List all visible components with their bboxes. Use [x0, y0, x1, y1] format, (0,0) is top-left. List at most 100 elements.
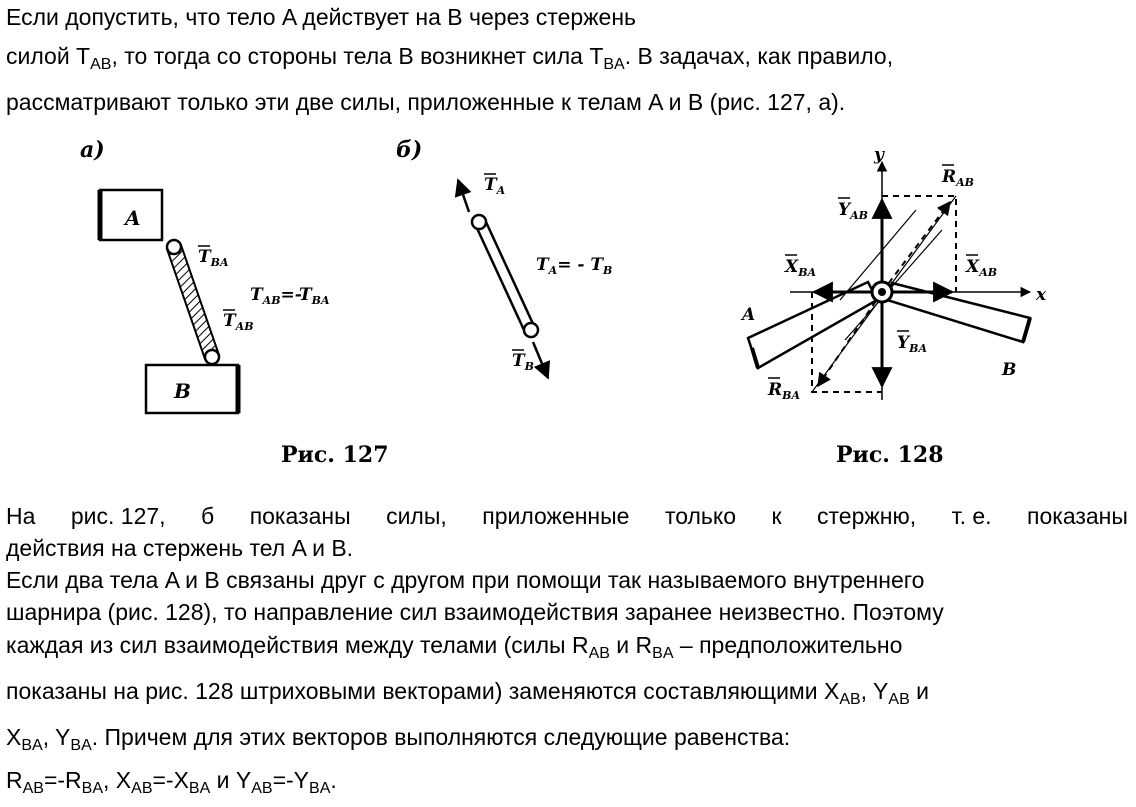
top-line-2-sub-2: BA [603, 56, 625, 73]
rab-vector [881, 200, 951, 293]
fig128: y x RAB YAB XBA XAB YBA RBA A B [740, 145, 1047, 402]
rod-joint-top [165, 238, 183, 256]
top-line-3-text: рассматривают только эти две силы, прило… [6, 89, 846, 115]
fig128-caption: Рис. 128 [836, 442, 944, 468]
equality-subscript: AB [131, 780, 153, 797]
fig127b-equation: TA= - TB [536, 255, 612, 277]
figures-illustration: а) A B TBA TAB TAB=-TBA б) TA TB TA= - T… [80, 137, 1047, 468]
bottom-p2-line-3-part-a: каждая из сил взаимодействия между телам… [6, 632, 589, 658]
fig127-caption: Рис. 127 [281, 442, 389, 468]
bottom-p2-line-4: показаны на рис. 128 штриховыми векторам… [6, 677, 929, 708]
bottom-p2-line-3: каждая из сил взаимодействия между телам… [6, 631, 903, 662]
equality-subscript: BA [188, 780, 211, 797]
top-line-2-sub-1: AB [90, 56, 112, 73]
fig128-rba-label: RBA [767, 380, 800, 402]
body-b-block [144, 363, 240, 415]
bottom-p2-line-5-part-a: X [6, 724, 22, 750]
bottom-p2-line-4-part-a: показаны на рис. 128 штриховыми векторам… [6, 678, 840, 704]
fig127a-equation: TAB=-TBA [250, 285, 330, 307]
equality-end: . [330, 767, 337, 793]
fig127-label-b: б) [396, 137, 422, 163]
rod-b-joint-top [470, 213, 488, 231]
fig127a-body-b-label: B [173, 379, 191, 403]
rod-joint-bottom [203, 348, 221, 366]
bottom-p2-line-4-part-c: и [909, 678, 929, 704]
fig128-body-b-label: B [1001, 360, 1016, 380]
fig127a-t-ab: TAB [223, 311, 254, 333]
bottom-p2-line-4-part-b: , Y [860, 678, 889, 704]
equality-term: R [6, 767, 23, 793]
bottom-p2-line-5: XBA, YBA. Причем для этих векторов выпол… [6, 723, 791, 754]
bottom-p2-line-5-part-b: , Y [42, 724, 71, 750]
bottom-p2-line-1-text: Если два тела A и B связаны друг с друго… [6, 567, 925, 593]
bottom-p1-word: На [6, 503, 36, 529]
equality-term: и Y [210, 767, 252, 793]
fig128-body-b-end [1021, 317, 1032, 343]
rod-b-joint-bottom [522, 321, 540, 339]
bottom-p2-line-4-sub-2: AB [888, 691, 910, 708]
bottom-p1-word: силы, [386, 503, 447, 529]
bottom-p1-line-2: действия на стержень тел A и B. [6, 534, 353, 562]
fig127b-ta: TA [484, 175, 506, 197]
top-line-2: силой TAB, то тогда со стороны тела B во… [6, 42, 1128, 73]
top-line-3: рассматривают только эти две силы, прило… [6, 88, 845, 116]
bottom-p1-line-2-text: действия на стержень тел A и B. [6, 535, 354, 561]
bottom-p2-line-3-part-c: – предположительно [673, 632, 903, 658]
hinge-center [878, 288, 886, 296]
fig127b: б) TA TB TA= - TB [396, 137, 612, 380]
bottom-p2-line-3-part-b: и R [609, 632, 653, 658]
equality-term: , X [103, 767, 132, 793]
top-line-1-text: Если допустить, что тело A действует на … [6, 4, 637, 30]
fig127a-body-a-label: A [123, 206, 141, 230]
bottom-p1-word: показаны [249, 503, 351, 529]
bottom-p1-word: только [664, 503, 737, 529]
fig127b-tb: TB [512, 351, 534, 373]
equality-subscript: AB [22, 780, 44, 797]
bottom-p2-line-5-sub-2: BA [70, 737, 92, 754]
fig128-yba-label: YBA [897, 333, 927, 355]
bottom-p2-line-5-part-c: . Причем для этих векторов выполняются с… [91, 724, 791, 750]
bottom-p1-word: рис. 127, [70, 503, 166, 529]
bottom-equalities-line: RAB=-RBA, XAB=-XBA и YAB=-YBA. [6, 766, 337, 797]
equality-subscript: AB [251, 780, 273, 797]
bottom-p2-line-3-sub-1: AB [588, 645, 610, 662]
bottom-p1-word: т. е. [951, 503, 992, 529]
bottom-p1-word: приложенные [482, 503, 630, 529]
top-line-2-part-c: . В задачах, как правило, [624, 43, 894, 69]
bottom-p1-word: к [771, 503, 782, 529]
top-line-2-part-a: силой T [6, 43, 91, 69]
fig128-xba-label: XBA [784, 257, 817, 279]
equality-term: =-Y [272, 767, 310, 793]
fig128-axis-x: x [1035, 285, 1047, 305]
fig128-hatch-2 [844, 229, 943, 341]
rab-dashed-box [882, 195, 957, 292]
bottom-p2-line-1: Если два тела A и B связаны друг с друго… [6, 566, 924, 594]
bottom-p2-line-4-sub-1: AB [839, 691, 861, 708]
fig128-yab-label: YAB [838, 200, 868, 222]
rba-vector [817, 291, 883, 388]
fig128-rab-label: RAB [941, 167, 974, 189]
top-line-1: Если допустить, что тело A действует на … [6, 3, 636, 31]
tb-arrow [531, 341, 551, 380]
equality-term: =-X [152, 767, 189, 793]
ta-arrow [454, 178, 472, 213]
fig127a-t-ba: TBA [198, 247, 229, 269]
bottom-p2-line-3-sub-2: BA [652, 645, 674, 662]
equality-subscript: BA [309, 780, 331, 797]
rod-b [474, 220, 536, 332]
fig128-body-a-end [750, 347, 760, 369]
fig128-axis-y: y [873, 145, 885, 165]
fig127-label-a: а) [80, 137, 105, 163]
equality-subscript: BA [81, 780, 104, 797]
fig127a: а) A B TBA TAB TAB=-TBA [80, 137, 330, 415]
top-line-2-part-b: , то тогда со стороны тела B возникнет с… [111, 43, 604, 69]
bottom-p2-line-5-sub-1: BA [21, 737, 43, 754]
bottom-p1-word: б [201, 503, 215, 529]
bottom-p1-word: показаны [1027, 503, 1128, 529]
bottom-p1-word: стержню, [817, 503, 917, 529]
fig128-hatch-3 [839, 209, 917, 301]
fig128-xab-label: XAB [965, 257, 997, 279]
bottom-p2-line-2: шарнира (рис. 128), то направление сил в… [6, 598, 944, 626]
bottom-p1-line-1: На рис. 127, б показаны силы, приложенные толь… [6, 502, 1128, 530]
equality-term: =-R [43, 767, 82, 793]
